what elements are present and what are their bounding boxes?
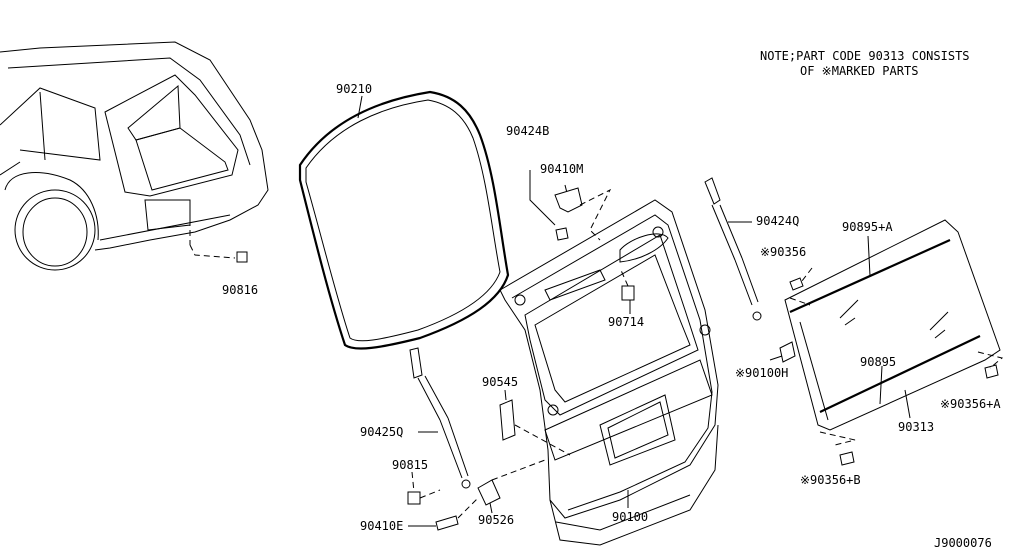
label-90313: 90313	[898, 420, 934, 434]
leader-90210	[357, 95, 363, 119]
leader-90356a-dash	[977, 351, 1004, 369]
gas-stay-90424q	[704, 177, 762, 321]
label-90100h: ※90100H	[735, 366, 788, 380]
clip-90816	[236, 251, 248, 263]
gas-stay-90425q	[409, 347, 471, 489]
label-90424b: 90424B	[506, 124, 549, 138]
label-90210: 90210	[336, 82, 372, 96]
label-90356a: ※90356+A	[940, 397, 1001, 411]
note-line-2: OF ※MARKED PARTS	[800, 64, 918, 78]
clip-90356	[789, 277, 804, 291]
seal-90545	[499, 399, 516, 441]
label-90815: 90815	[392, 458, 428, 472]
leader-90816	[189, 200, 236, 259]
leader-90895a	[867, 235, 871, 277]
weatherstrip-90210	[298, 90, 510, 350]
label-90100: 90100	[612, 510, 648, 524]
leader-90424b	[529, 170, 556, 226]
label-90714: 90714	[608, 315, 644, 329]
bolt-90410e	[435, 515, 459, 531]
vehicle-rear-illustration	[0, 41, 269, 271]
clip-90356b	[839, 451, 855, 466]
label-90424q: 90424Q	[756, 214, 799, 228]
leader-90526	[489, 502, 493, 514]
leader-90313	[904, 389, 911, 419]
note-line-1: NOTE;PART CODE 90313 CONSISTS	[760, 49, 970, 63]
label-90356b: ※90356+B	[800, 473, 861, 487]
leader-bracket-dash	[579, 188, 612, 241]
leader-90526-dash	[491, 459, 546, 481]
leader-90545-dash	[514, 424, 571, 456]
grommet-90100h	[779, 341, 796, 363]
leader-90895	[879, 365, 883, 405]
stopper-90424b	[555, 227, 569, 241]
label-90356: ※90356	[760, 245, 806, 259]
diagram-id: J9000076	[934, 536, 992, 550]
leader-90100h	[769, 355, 783, 361]
leader-90714-dash	[619, 267, 629, 287]
clip-90356a	[984, 364, 999, 379]
label-90816: 90816	[222, 283, 258, 297]
leader-90356b-dash	[819, 431, 856, 446]
leader-90410e-dash	[457, 497, 479, 519]
part-90714	[621, 285, 635, 301]
leader-90545	[504, 389, 507, 401]
label-90425q: 90425Q	[360, 425, 403, 439]
label-90410e: 90410E	[360, 519, 403, 533]
label-90545: 90545	[482, 375, 518, 389]
hinge-90526	[477, 479, 501, 506]
bush-90815	[407, 491, 421, 505]
label-90895a: 90895+A	[842, 220, 893, 234]
label-90526: 90526	[478, 513, 514, 527]
label-90895: 90895	[860, 355, 896, 369]
leader-90815-dash	[411, 471, 441, 499]
bracket-90410m	[554, 187, 583, 213]
back-door-90100	[499, 199, 719, 546]
label-90410m: 90410M	[540, 162, 583, 176]
